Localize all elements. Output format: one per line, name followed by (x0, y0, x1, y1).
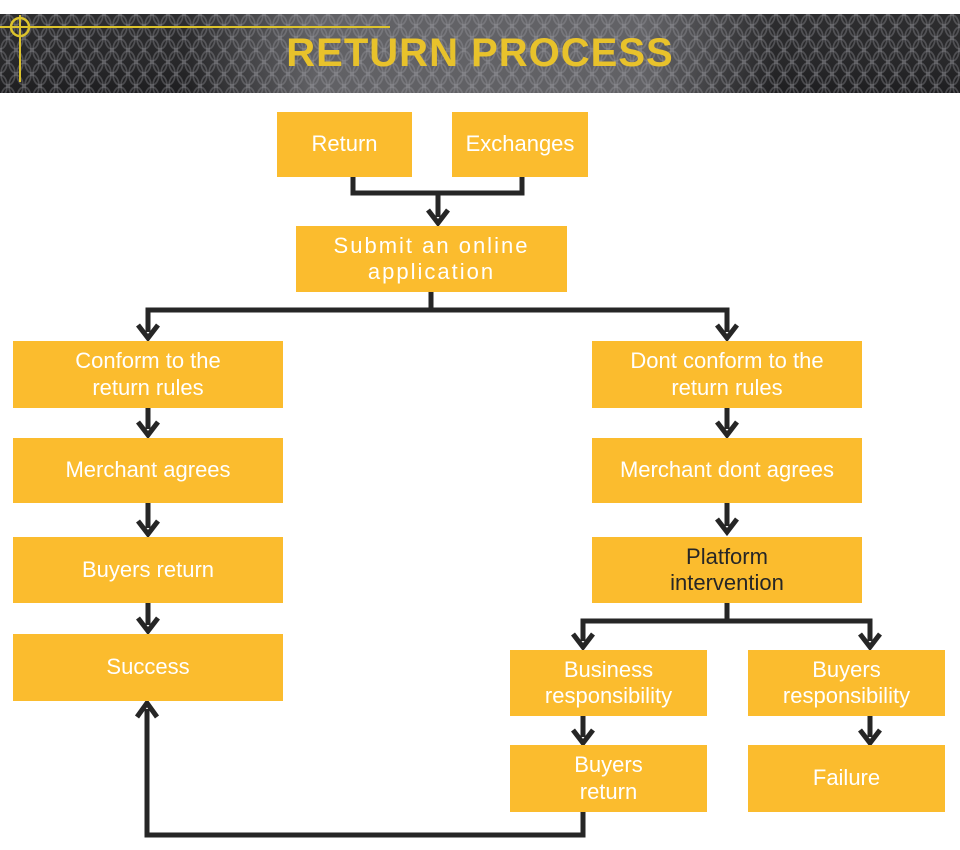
connector-bottom-row (571, 714, 882, 748)
node-buyers-responsibility: Buyers responsibility (748, 650, 945, 716)
connector-main-split (136, 292, 739, 343)
connector-right-column (715, 406, 739, 537)
node-return: Return (277, 112, 412, 177)
connector-left-column (136, 406, 160, 636)
node-merchant-agrees: Merchant agrees (13, 438, 283, 503)
node-submit-application: Submit an online application (296, 226, 567, 292)
connector-merge-top (350, 175, 525, 228)
node-buyers-return-2: Buyers return (510, 745, 707, 812)
node-conform-rules: Conform to the return rules (13, 341, 283, 408)
title-banner: RETURN PROCESS (0, 14, 960, 93)
node-exchanges: Exchanges (452, 112, 588, 177)
crosshair-icon (0, 15, 390, 82)
connector-feedback-loop (134, 698, 586, 838)
node-platform-intervention: Platform intervention (592, 537, 862, 603)
mesh-pattern (0, 14, 960, 93)
node-business-responsibility: Business responsibility (510, 650, 707, 716)
node-buyers-return: Buyers return (13, 537, 283, 603)
node-merchant-dont-agrees: Merchant dont agrees (592, 438, 862, 503)
node-dont-conform-rules: Dont conform to the return rules (592, 341, 862, 408)
node-failure: Failure (748, 745, 945, 812)
node-success: Success (13, 634, 283, 701)
connector-platform-split (571, 601, 882, 652)
slide-title: RETURN PROCESS (286, 31, 674, 75)
